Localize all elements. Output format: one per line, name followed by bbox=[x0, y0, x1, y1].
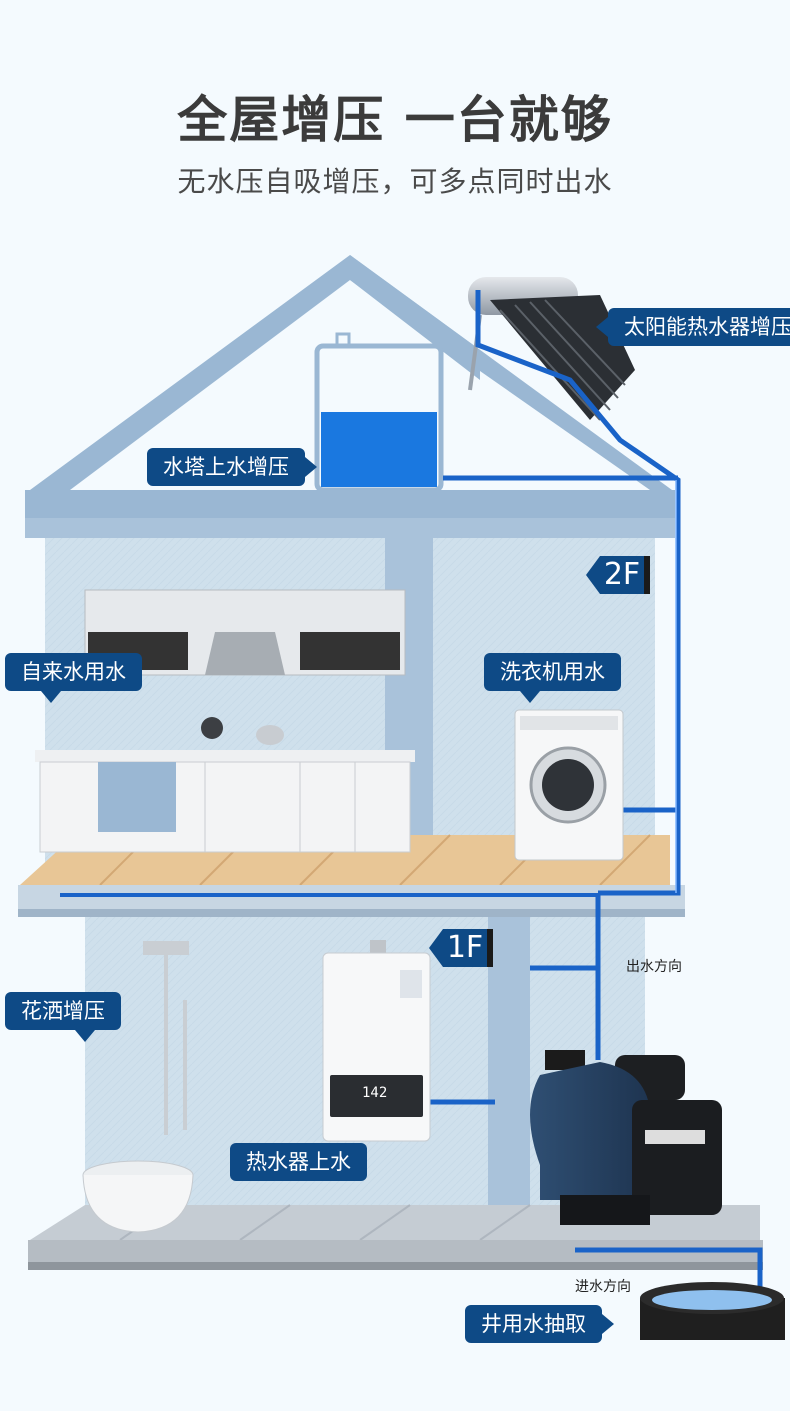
pump bbox=[530, 1050, 722, 1225]
heater-display-value: 142 bbox=[362, 1085, 387, 1101]
water-heater bbox=[322, 940, 431, 1142]
page-subtitle: 无水压自吸增压，可多点同时出水 bbox=[177, 165, 613, 198]
callout-well: 井用水抽取 bbox=[465, 1305, 614, 1343]
shower bbox=[143, 941, 189, 1135]
callout-water-tower: 水塔上水增压 bbox=[147, 448, 317, 486]
callout-tap-water: 自来水用水 bbox=[5, 653, 142, 703]
washing-machine bbox=[514, 709, 624, 861]
roof bbox=[25, 255, 675, 538]
inlet-direction-label: 进水方向 bbox=[575, 1279, 631, 1295]
callout-solar: 太阳能热水器增压 bbox=[596, 308, 790, 346]
floor-tag-2f: 2F bbox=[586, 556, 650, 594]
well bbox=[640, 1282, 785, 1340]
callout-washer: 洗衣机用水 bbox=[484, 653, 621, 703]
water-tank bbox=[314, 332, 444, 493]
outlet-direction-label: 出水方向 bbox=[626, 959, 682, 975]
callout-shower: 花洒增压 bbox=[5, 992, 121, 1042]
page-title: 全屋增压 一台就够 bbox=[177, 91, 613, 149]
callout-heater: 热水器上水 bbox=[230, 1143, 367, 1181]
floor-tag-1f: 1F bbox=[429, 929, 493, 967]
bathtub bbox=[82, 1160, 194, 1233]
kitchen bbox=[35, 589, 415, 853]
